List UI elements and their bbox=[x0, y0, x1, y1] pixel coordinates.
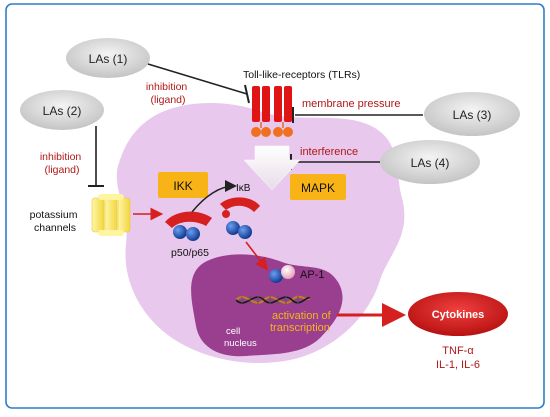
tnf-alpha-label: TNF-α bbox=[442, 345, 474, 357]
nfkb-to-nucleus-arrow bbox=[245, 241, 268, 271]
tlr-label: Toll-like-receptors (TLRs) bbox=[243, 69, 360, 81]
inhibition-line-las1 bbox=[147, 63, 250, 104]
interleukins-label: IL-1, IL-6 bbox=[436, 359, 480, 371]
nfkb-free bbox=[226, 221, 252, 239]
ikb-label: IκB bbox=[236, 183, 251, 194]
nfkb-complex-bound bbox=[165, 211, 212, 241]
membrane-pressure-label: membrane pressure bbox=[302, 98, 400, 110]
las1-ellipse: LAs (1) bbox=[66, 38, 150, 78]
las4-ellipse: LAs (4) bbox=[380, 140, 480, 184]
cell-nucleus bbox=[191, 254, 343, 357]
cytokines-ellipse: Cytokines bbox=[408, 292, 508, 336]
las4-label: LAs (4) bbox=[411, 156, 450, 170]
potassium-channel bbox=[91, 194, 131, 236]
p50-protein bbox=[173, 225, 187, 239]
interference-label: interference bbox=[300, 146, 358, 158]
las3-ellipse: LAs (3) bbox=[424, 92, 520, 136]
las1-label: LAs (1) bbox=[89, 52, 128, 66]
inhibition-line-las2 bbox=[88, 126, 104, 187]
ikk-to-ikb-arrow bbox=[191, 180, 237, 213]
ap1-label: AP-1 bbox=[300, 269, 324, 281]
activation-transcription-label: activation of transcription bbox=[270, 310, 334, 334]
las2-ellipse: LAs (2) bbox=[20, 90, 104, 130]
potassium-channels-label: potassium channels bbox=[30, 209, 81, 234]
inhibition-line-las3 bbox=[292, 107, 423, 123]
mapk-label: MAPK bbox=[301, 181, 335, 195]
inhibition-ligand-label-1: inhibition (ligand) bbox=[146, 81, 190, 106]
p65-protein bbox=[186, 227, 200, 241]
mapk-box: MAPK bbox=[290, 174, 346, 200]
tlr-receptors bbox=[251, 86, 293, 137]
dna-helix bbox=[235, 295, 311, 304]
signal-arrow bbox=[243, 145, 301, 191]
inhibition-ligand-label-2: inhibition (ligand) bbox=[40, 151, 84, 176]
cytokines-label: Cytokines bbox=[432, 309, 485, 321]
las2-label: LAs (2) bbox=[43, 104, 82, 118]
ikb-released bbox=[220, 197, 260, 218]
ikk-label: IKK bbox=[173, 179, 192, 193]
cell-nucleus-label: cell nucleus bbox=[224, 326, 257, 349]
las3-label: LAs (3) bbox=[453, 108, 492, 122]
ikk-box: IKK bbox=[158, 172, 208, 198]
p50-p65-label: p50/p65 bbox=[171, 247, 209, 259]
ap1-complex bbox=[269, 265, 295, 283]
